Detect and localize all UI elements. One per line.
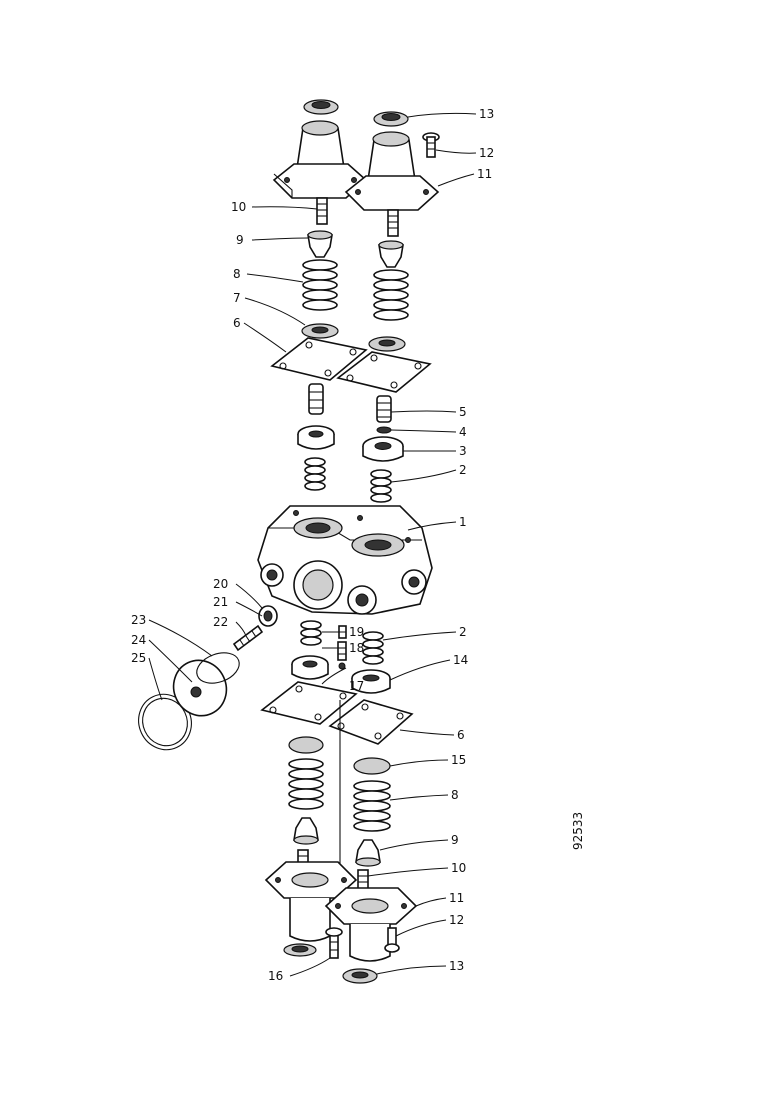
- callout-16: 16: [268, 969, 283, 983]
- top-screw: [422, 132, 440, 158]
- callout-13-bottom: 13: [449, 959, 464, 973]
- top-valve-spring-right: [370, 469, 392, 503]
- lower-gasket-left: [260, 681, 358, 725]
- callout-6-bottom: 6: [457, 728, 465, 742]
- callout-8-top: 8: [233, 267, 241, 281]
- lower-end-cap-right: [342, 968, 378, 984]
- callout-10-top: 10: [231, 200, 246, 214]
- callout-6-top: 6: [233, 316, 241, 330]
- lower-housing-left: [264, 861, 358, 942]
- callout-14: 14: [453, 653, 468, 667]
- callout-21: 21: [213, 595, 228, 609]
- callout-9-top: 9: [236, 233, 244, 247]
- callout-4: 4: [459, 425, 467, 439]
- top-cap-right: [373, 111, 409, 127]
- callout-8-bottom: 8: [451, 788, 459, 802]
- callout-2-bottom: 2: [459, 625, 467, 639]
- callout-19: 19: [349, 625, 364, 639]
- mid-spring-right: [376, 395, 392, 423]
- callout-20: 20: [213, 577, 228, 591]
- callout-24: 24: [131, 633, 146, 647]
- callout-13-top: 13: [479, 107, 494, 121]
- side-plug: [258, 605, 278, 627]
- lower-big-spring-left: [288, 758, 324, 810]
- lower-plunger-left: [293, 817, 319, 845]
- valve-piston-left: [297, 425, 335, 450]
- top-big-spring-right: [373, 269, 409, 321]
- top-valve-spring-left: [304, 457, 326, 491]
- lower-valve-spring-left: [300, 620, 322, 646]
- side-spring: [232, 624, 264, 652]
- valve-body: [257, 505, 433, 615]
- lower-piston-right: [351, 669, 391, 694]
- seal-ring: [196, 652, 240, 684]
- washer-left: [301, 323, 339, 339]
- callout-15: 15: [451, 753, 466, 767]
- callout-17: 17: [349, 679, 364, 693]
- small-spring-18: [337, 641, 347, 661]
- callout-12-top: 12: [479, 146, 494, 160]
- lower-end-cap-left: [283, 943, 317, 957]
- callout-25: 25: [131, 651, 146, 665]
- lower-piston-left: [291, 655, 329, 680]
- top-small-spring-right: [387, 209, 399, 237]
- top-gasket-left: [270, 337, 368, 381]
- o-ring-right: [376, 426, 392, 434]
- reference-number: 92533: [571, 812, 585, 850]
- callout-10-bottom: 10: [451, 861, 466, 875]
- lower-big-spring-right: [353, 780, 391, 832]
- leader-lines: [148, 112, 477, 977]
- top-plunger-right: [378, 240, 404, 268]
- lower-valve-spring-right: [362, 631, 384, 665]
- top-cap-left: [303, 99, 339, 115]
- callout-18: 18: [349, 641, 364, 655]
- lower-cap-right: [353, 757, 391, 775]
- callout-5: 5: [459, 405, 467, 419]
- callout-labels: 13 12 11 10 9 8 7 6 5 4 3 2 1 20 21 22 2…: [131, 107, 494, 983]
- callout-1: 1: [459, 515, 467, 529]
- mid-spring-left: [308, 383, 324, 415]
- lower-plunger-right: [355, 839, 381, 867]
- callout-2-top: 2: [459, 463, 467, 477]
- lower-cap-left: [288, 736, 324, 754]
- valve-piston-right: [362, 436, 404, 462]
- callout-11-bottom: 11: [449, 891, 464, 905]
- callout-22: 22: [213, 615, 228, 629]
- top-big-spring-left: [302, 259, 338, 311]
- top-plunger-left: [307, 230, 333, 258]
- lower-housing-right: [324, 887, 418, 962]
- callout-11-top: 11: [477, 167, 492, 181]
- lower-screw: [384, 927, 400, 953]
- callout-23: 23: [131, 613, 146, 627]
- small-ball-17: [338, 662, 346, 670]
- top-housing-right: [344, 131, 440, 211]
- callout-3: 3: [459, 444, 467, 458]
- top-small-spring-left: [316, 197, 328, 225]
- cover-disc: [172, 659, 228, 717]
- callout-7: 7: [233, 291, 241, 305]
- lower-gasket-right: [328, 699, 414, 745]
- top-gasket-right: [336, 351, 432, 393]
- callout-12-bottom: 12: [449, 913, 464, 927]
- callout-9-bottom: 9: [451, 833, 459, 847]
- washer-right: [368, 336, 406, 352]
- bolt-16: [325, 927, 343, 959]
